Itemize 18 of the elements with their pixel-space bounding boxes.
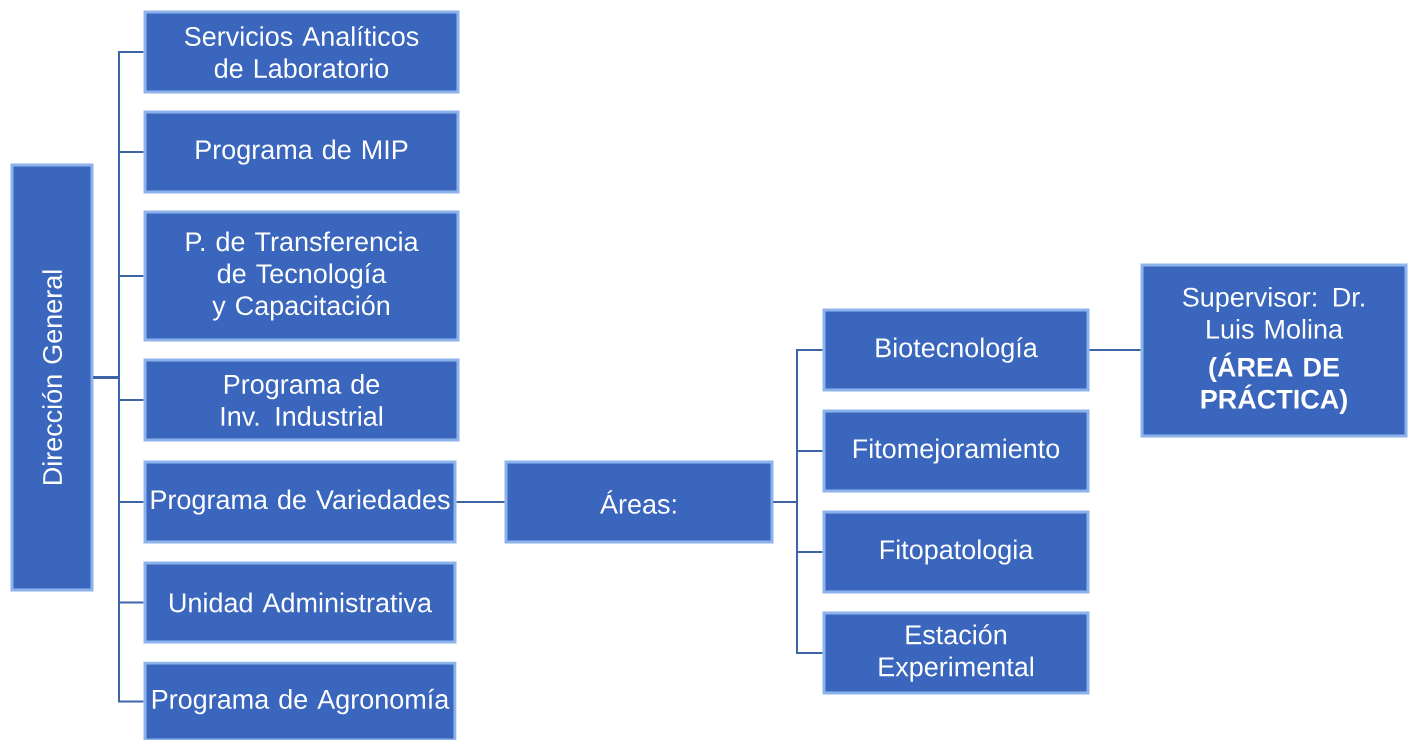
org-box: Programa de Variedades	[143, 460, 457, 544]
org-box: Programa de MIP	[143, 110, 460, 194]
org-box: Dirección General	[10, 163, 94, 592]
org-box: P. de Transferencia de Tecnología y Capacitación	[143, 210, 460, 342]
org-box: Fitomejoramiento	[822, 409, 1090, 493]
org-box: Áreas:	[504, 460, 774, 544]
connector-line	[1088, 349, 1142, 351]
connector-line	[455, 501, 506, 503]
org-box: Unidad Administrativa	[143, 561, 457, 644]
org-box: Programa de Inv. Industrial	[143, 358, 460, 442]
org-box: Biotecnología	[822, 308, 1090, 392]
connector-line	[772, 501, 824, 654]
org-box: Fitopatologia	[822, 510, 1090, 594]
org-box: Servicios Analíticos de Laboratorio	[143, 10, 460, 94]
connector-line	[92, 376, 145, 703]
org-box: Supervisor: Dr. Luis Molina (ÁREA DE PRÁCTICA)	[1140, 263, 1408, 438]
org-box: Estación Experimental	[822, 611, 1090, 695]
org-box: Programa de Agronomía	[143, 661, 457, 740]
